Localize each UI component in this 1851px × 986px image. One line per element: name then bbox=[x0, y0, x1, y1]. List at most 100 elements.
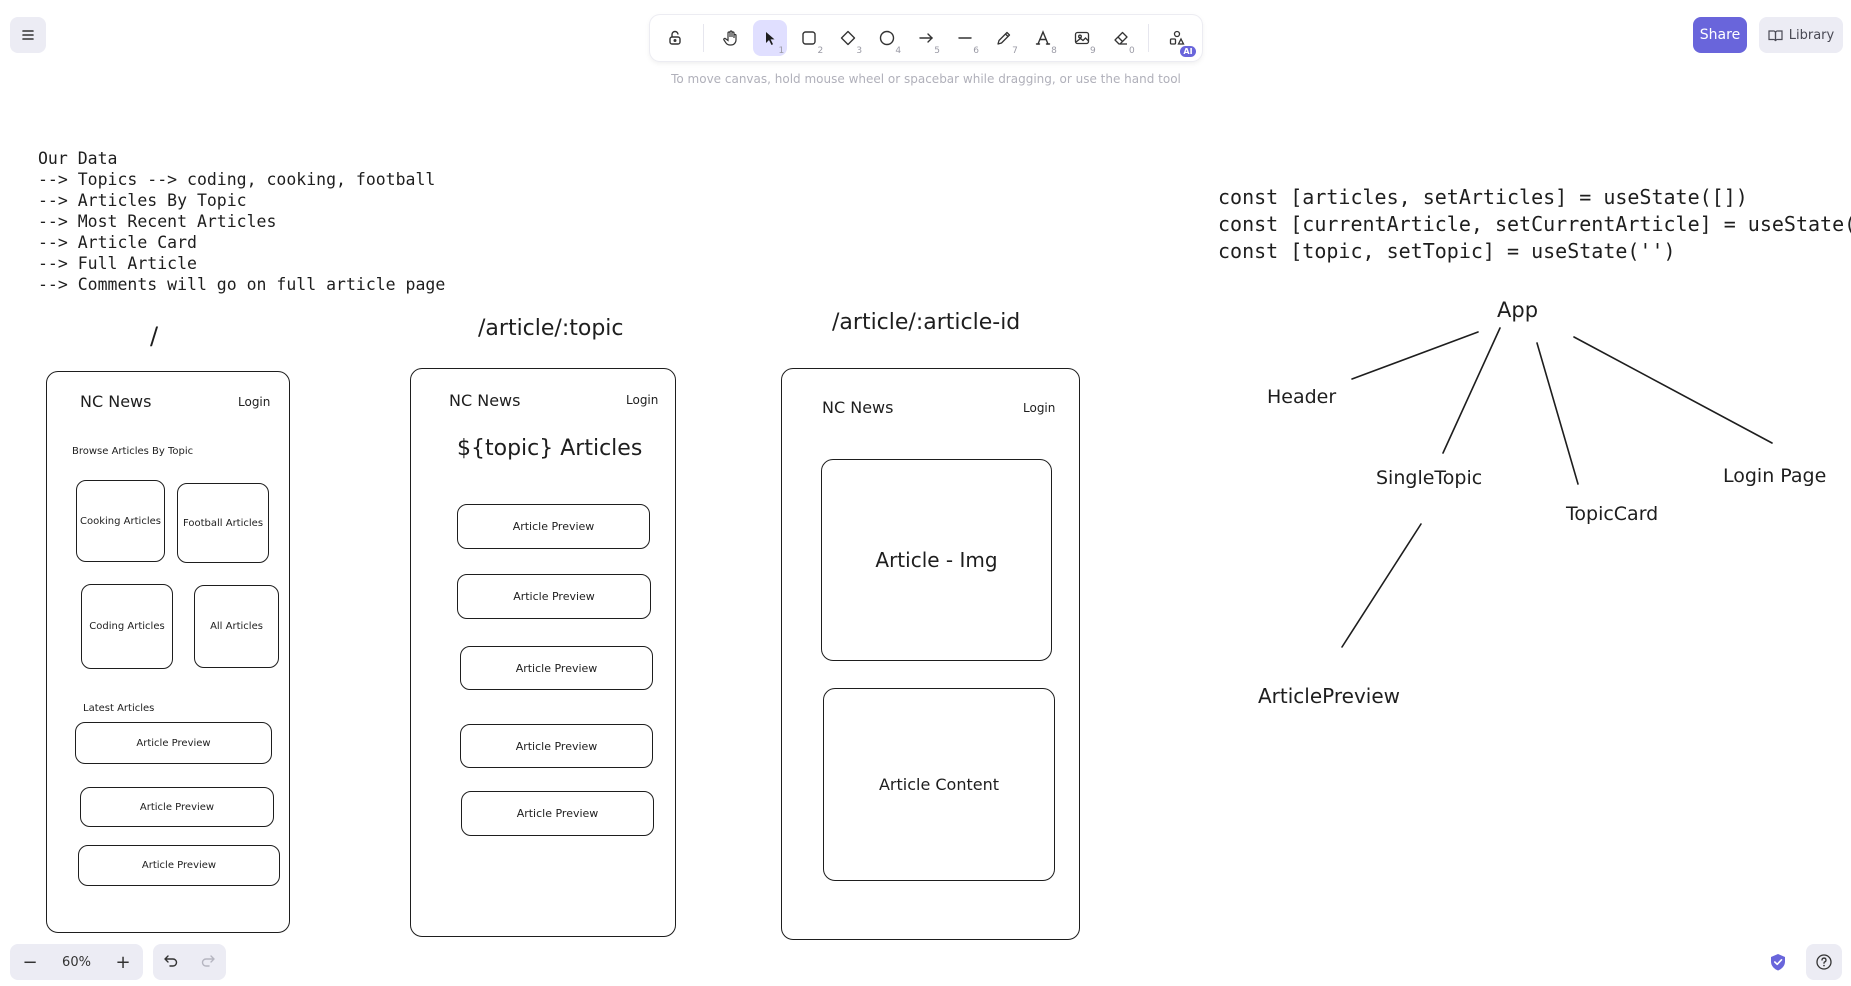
zoom-out-button[interactable]: − bbox=[22, 951, 38, 973]
article-wireframe-frame[interactable] bbox=[781, 368, 1080, 940]
edge-app-loginpage bbox=[1573, 336, 1773, 444]
state-code-line: const [articles, setArticles] = useState… bbox=[1218, 185, 1748, 209]
tree-node-singletopic[interactable]: SingleTopic bbox=[1376, 467, 1483, 489]
encryption-shield[interactable] bbox=[1766, 950, 1790, 974]
redo-button[interactable] bbox=[200, 952, 216, 972]
edge-app-singletopic bbox=[1442, 327, 1501, 454]
state-code-line: const [currentArticle, setCurrentArticle… bbox=[1218, 212, 1851, 236]
help-button[interactable] bbox=[1806, 944, 1842, 980]
topic-card-cooking[interactable]: Cooking Articles bbox=[76, 480, 165, 562]
rectangle-icon bbox=[802, 31, 816, 45]
topic-card-coding[interactable]: Coding Articles bbox=[81, 584, 173, 669]
notes-line: --> Articles By Topic bbox=[38, 191, 247, 210]
home-browse-label: Browse Articles By Topic bbox=[72, 446, 194, 457]
hamburger-icon bbox=[22, 30, 34, 40]
home-wireframe-frame[interactable] bbox=[46, 371, 290, 933]
tool-more-shapes-ai[interactable]: AI bbox=[1160, 20, 1196, 57]
history-controls bbox=[153, 944, 226, 980]
notes-line: --> Most Recent Articles bbox=[38, 212, 277, 231]
article-brand: NC News bbox=[822, 398, 894, 417]
home-latest-label: Latest Articles bbox=[83, 703, 155, 714]
shape-toolbar: 1 2 3 4 5 6 7 8 9 0 AI bbox=[650, 15, 1202, 61]
tool-shortcut-key: 9 bbox=[1090, 46, 1096, 56]
tool-shortcut-key: 2 bbox=[817, 46, 824, 56]
edge-singletopic-articlepreview bbox=[1341, 523, 1422, 648]
data-notes[interactable]: Our Data --> Topics --> coding, cooking,… bbox=[38, 148, 445, 295]
tool-diamond[interactable]: 3 bbox=[831, 20, 865, 56]
topic-article-preview[interactable]: Article Preview bbox=[460, 724, 653, 768]
topic-heading: ${topic} Articles bbox=[457, 436, 643, 461]
home-article-preview[interactable]: Article Preview bbox=[75, 722, 272, 764]
tool-shortcut-key: 1 bbox=[778, 46, 785, 56]
undo-icon bbox=[164, 955, 178, 967]
topic-article-preview[interactable]: Article Preview bbox=[461, 791, 654, 836]
home-brand: NC News bbox=[80, 392, 152, 411]
tree-node-topiccard[interactable]: TopicCard bbox=[1566, 503, 1659, 525]
tree-node-articlepreview[interactable]: ArticlePreview bbox=[1258, 684, 1401, 708]
share-button[interactable]: Share bbox=[1693, 17, 1747, 53]
library-button[interactable]: Library bbox=[1759, 17, 1843, 53]
tool-arrow[interactable]: 5 bbox=[909, 20, 943, 56]
topic-article-preview[interactable]: Article Preview bbox=[457, 574, 651, 619]
tool-ellipse[interactable]: 4 bbox=[870, 20, 904, 56]
shield-check-icon bbox=[1771, 954, 1785, 971]
toolbar-divider bbox=[1148, 24, 1150, 52]
tree-node-header[interactable]: Header bbox=[1267, 386, 1337, 408]
tool-text[interactable]: 8 bbox=[1026, 20, 1060, 56]
topic-article-preview[interactable]: Article Preview bbox=[457, 504, 650, 549]
state-code-block[interactable]: const [articles, setArticles] = useState… bbox=[1218, 184, 1851, 265]
tree-node-loginpage[interactable]: Login Page bbox=[1723, 465, 1827, 487]
route-label-article[interactable]: /article/:article-id bbox=[832, 310, 1021, 335]
diamond-icon bbox=[840, 30, 856, 46]
pencil-icon bbox=[997, 31, 1011, 45]
main-menu-button[interactable] bbox=[10, 17, 46, 53]
edge-app-header bbox=[1351, 331, 1479, 380]
topic-card-all[interactable]: All Articles bbox=[194, 585, 279, 668]
text-icon bbox=[1035, 30, 1051, 45]
notes-line: --> Topics --> coding, cooking, football bbox=[38, 170, 436, 189]
zoom-level[interactable]: 60% bbox=[62, 954, 91, 970]
help-icon bbox=[1816, 954, 1832, 970]
route-label-topic[interactable]: /article/:topic bbox=[478, 316, 624, 341]
eraser-icon bbox=[1114, 31, 1128, 45]
tool-rectangle[interactable]: 2 bbox=[792, 20, 826, 56]
tool-lock[interactable] bbox=[659, 20, 693, 56]
hand-icon bbox=[723, 30, 737, 46]
shapes-ai-icon bbox=[1169, 30, 1185, 45]
zoom-in-button[interactable]: + bbox=[115, 951, 131, 973]
article-content-box[interactable]: Article Content bbox=[823, 688, 1055, 881]
tree-node-app[interactable]: App bbox=[1497, 298, 1539, 322]
line-icon bbox=[958, 37, 972, 39]
article-login: Login bbox=[1023, 401, 1056, 415]
home-article-preview[interactable]: Article Preview bbox=[80, 787, 274, 827]
topic-article-preview[interactable]: Article Preview bbox=[460, 646, 653, 690]
tool-shortcut-key: 7 bbox=[1012, 46, 1018, 56]
zoom-controls: − 60% + bbox=[10, 944, 143, 980]
tool-shortcut-key: 0 bbox=[1128, 46, 1135, 56]
tool-line[interactable]: 6 bbox=[948, 20, 982, 56]
toolbar-divider bbox=[702, 24, 704, 52]
tool-selection[interactable]: 1 bbox=[753, 20, 788, 56]
home-article-preview[interactable]: Article Preview bbox=[78, 845, 280, 886]
tool-shortcut-key: 6 bbox=[973, 46, 979, 56]
ellipse-icon bbox=[879, 30, 895, 46]
topic-brand: NC News bbox=[449, 391, 521, 410]
home-login: Login bbox=[238, 395, 271, 409]
tool-pencil[interactable]: 7 bbox=[987, 20, 1021, 56]
ai-badge: AI bbox=[1180, 46, 1196, 57]
book-icon bbox=[1768, 29, 1783, 41]
state-code-line: const [topic, setTopic] = useState('') bbox=[1218, 239, 1676, 263]
redo-icon bbox=[201, 955, 215, 967]
route-label-home[interactable]: / bbox=[150, 322, 159, 350]
notes-line: --> Full Article bbox=[38, 254, 197, 273]
tool-hand[interactable] bbox=[714, 20, 748, 56]
tool-eraser[interactable]: 0 bbox=[1104, 20, 1138, 56]
tool-shortcut-key: 5 bbox=[934, 46, 940, 56]
undo-button[interactable] bbox=[163, 952, 179, 972]
lock-icon bbox=[669, 30, 682, 45]
topic-wireframe-frame[interactable] bbox=[410, 368, 676, 937]
article-image-box[interactable]: Article - Img bbox=[821, 459, 1052, 661]
selection-icon bbox=[766, 32, 775, 45]
tool-image[interactable]: 9 bbox=[1065, 20, 1099, 56]
topic-card-football[interactable]: Football Articles bbox=[177, 483, 269, 563]
